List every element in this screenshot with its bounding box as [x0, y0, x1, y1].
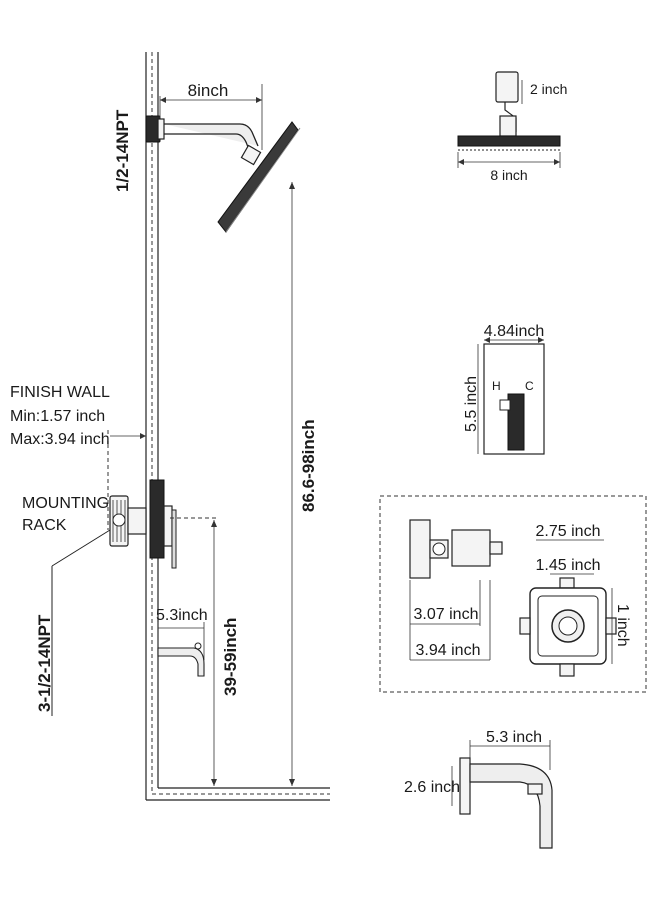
tub-spout-small: 5.3inch — [156, 607, 208, 677]
valve-assembly — [109, 479, 216, 569]
spout-height-label: 2.6 inch — [404, 779, 460, 796]
shower-arm-assembly — [145, 115, 301, 233]
valve-height-dimension: 39-59inch — [211, 520, 240, 786]
rack-depth-label: 1 inch — [614, 604, 631, 647]
valve-detail-box — [379, 495, 647, 693]
head-height-dimension: 86.6-98inch — [289, 182, 318, 786]
valve-rack-front: 2.75 inch 1.45 inch 1 inch — [519, 523, 631, 677]
trim-height-label: 5.5 inch — [463, 376, 480, 432]
rack-inner-label: 1.45 inch — [536, 557, 601, 574]
arm-length-label: 8inch — [188, 81, 229, 100]
spout-length-label: 5.3 inch — [486, 729, 542, 746]
spout-reach-label: 5.3inch — [156, 607, 208, 624]
head-height-label: 86.6-98inch — [299, 419, 318, 512]
valve-body-side: 3.07 inch 3.94 inch — [409, 519, 503, 661]
trim-plate-detail: 4.84inch 5.5 inch H C — [463, 323, 545, 455]
inlet-bottom-label: 3-1/2-14NPT — [35, 614, 54, 712]
mounting-rack-label-2: RACK — [22, 517, 67, 534]
wall — [145, 52, 330, 801]
tub-spout-detail: 5.3 inch 2.6 inch — [404, 729, 553, 849]
mounting-rack-label-1: MOUNTING — [22, 495, 109, 512]
trim-width-label: 4.84inch — [484, 323, 545, 340]
finish-wall-title: FINISH WALL — [10, 384, 110, 401]
valve-len-long-label: 3.94 inch — [416, 642, 481, 659]
shower-head-detail: 2 inch 8 inch — [457, 71, 567, 183]
head-height-detail-label: 2 inch — [530, 81, 567, 97]
rack-width-label: 2.75 inch — [536, 523, 601, 540]
valve-height-label: 39-59inch — [221, 618, 240, 696]
cold-label: C — [525, 379, 534, 393]
arm-length-dimension: 8inch — [159, 81, 263, 150]
finish-wall-min: Min:1.57 inch — [10, 408, 105, 425]
finish-wall-max: Max:3.94 inch — [10, 431, 110, 448]
inlet-top-label: 1/2-14NPT — [113, 109, 132, 192]
valve-len-short-label: 3.07 inch — [414, 606, 479, 623]
head-width-label: 8 inch — [490, 167, 527, 183]
hot-label: H — [492, 379, 501, 393]
